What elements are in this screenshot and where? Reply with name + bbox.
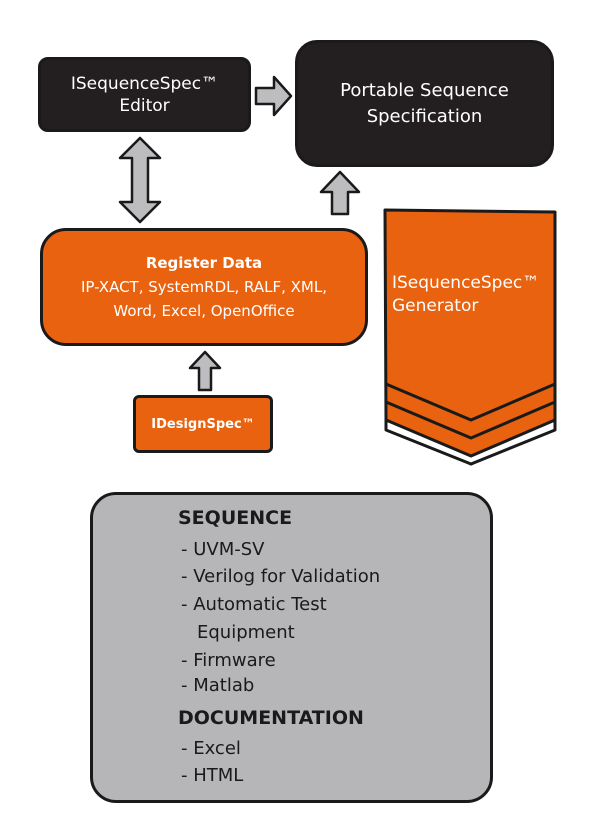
generator-chevron-1 <box>385 382 556 422</box>
list-item: - HTML <box>181 765 244 786</box>
register-data-title: Register Data <box>145 254 263 272</box>
idesignspec-label: IDesignSpec™ <box>151 416 255 432</box>
generator-label: ISequenceSpec™ Generator <box>392 272 552 318</box>
pss-box: Portable Sequence Specification <box>295 40 554 167</box>
pss-line2: Specification <box>366 105 483 127</box>
double-arrow-vertical-icon <box>118 136 162 224</box>
list-item: Equipment <box>197 622 295 643</box>
documentation-header: DOCUMENTATION <box>178 707 364 729</box>
editor-box: ISequenceSpec™ Editor <box>38 57 251 132</box>
generator-chevron-2 <box>385 400 556 440</box>
list-item: - Firmware <box>181 650 276 671</box>
list-item: - UVM-SV <box>181 539 265 560</box>
register-data-box: Register Data IP-XACT, SystemRDL, RALF, … <box>40 228 368 346</box>
sequence-header: SEQUENCE <box>178 507 293 529</box>
list-item: - Verilog for Validation <box>181 566 381 587</box>
generator-banner <box>383 208 557 466</box>
arrow-right-icon <box>254 75 293 117</box>
register-formats-line2: Word, Excel, OpenOffice <box>113 302 295 320</box>
editor-subtitle: Editor <box>119 95 170 116</box>
list-item: - Excel <box>181 738 241 759</box>
generator-subtitle: Generator <box>392 296 479 316</box>
idesignspec-box: IDesignSpec™ <box>133 395 273 453</box>
generator-title: ISequenceSpec™ <box>392 273 540 293</box>
generator-chevron-white <box>384 418 557 466</box>
list-item: - Matlab <box>181 675 255 696</box>
outputs-box: SEQUENCE - UVM-SV - Verilog for Validati… <box>90 492 493 803</box>
pss-line1: Portable Sequence <box>340 79 509 101</box>
editor-title: ISequenceSpec™ <box>70 73 219 94</box>
list-item: - Automatic Test <box>181 594 327 615</box>
generator-banner-body <box>383 208 557 466</box>
register-formats-line1: IP-XACT, SystemRDL, RALF, XML, <box>81 278 327 296</box>
arrow-up-small-icon <box>188 350 222 392</box>
arrow-up-icon <box>319 170 361 216</box>
